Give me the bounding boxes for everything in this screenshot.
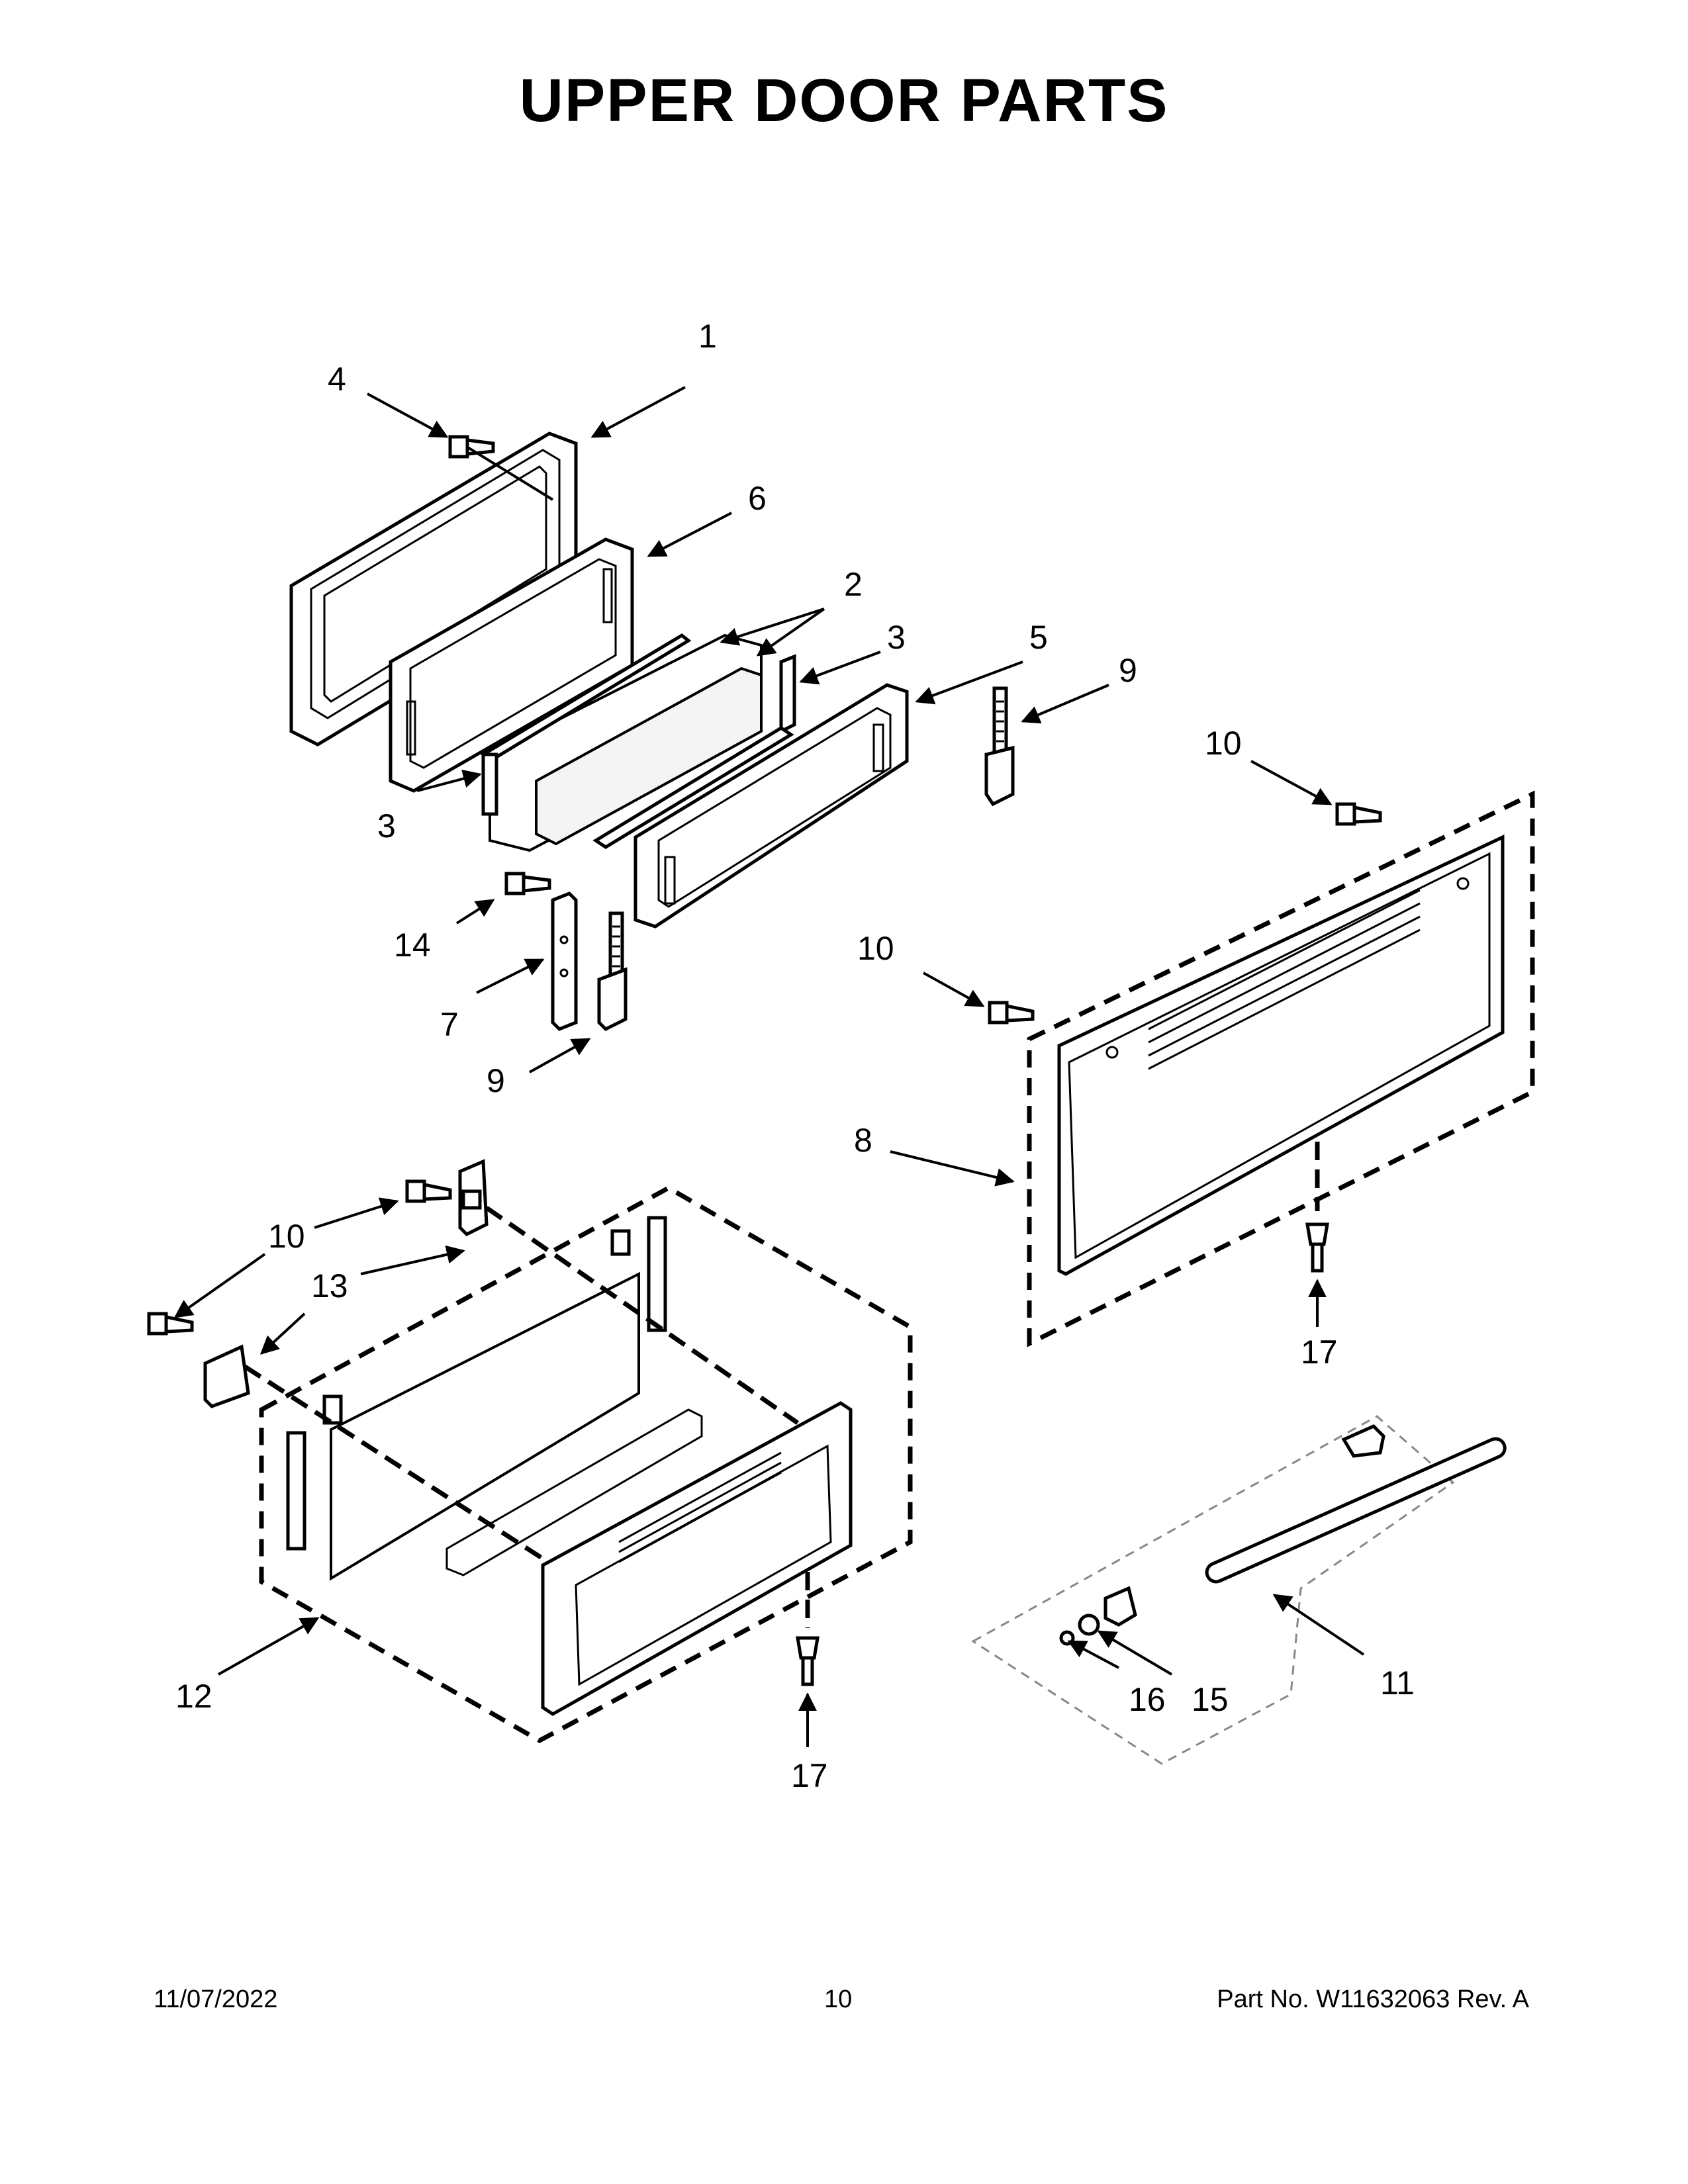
- callout-17-right: 17: [1301, 1334, 1338, 1371]
- callout-12: 12: [175, 1678, 212, 1715]
- footer-part-number: Part No. W11632063 Rev. A: [1217, 1985, 1529, 2013]
- outer-door-assembly-outline: [1027, 790, 1535, 1347]
- callout-16: 16: [1129, 1681, 1166, 1718]
- callout-5: 5: [1029, 619, 1048, 656]
- callout-3-left: 3: [377, 807, 396, 844]
- hinge-left: [597, 911, 628, 1032]
- page-title: UPPER DOOR PARTS: [519, 67, 1169, 134]
- hinge-receptacle: [551, 891, 578, 1031]
- callout-10-top: 10: [1205, 725, 1242, 762]
- hinge-right: [984, 686, 1015, 807]
- spacer-strips: [286, 1216, 667, 1551]
- callout-13: 13: [311, 1267, 348, 1304]
- bracket-13-lower: [203, 1344, 250, 1408]
- callout-11: 11: [1380, 1664, 1415, 1702]
- screw-17-lower: [796, 1636, 820, 1686]
- glass-spacer-left: [480, 633, 692, 816]
- handle-assembly-outline: [971, 1415, 1455, 1765]
- lower-door-glass: [330, 1271, 640, 1581]
- handle-spacer-15: [1078, 1614, 1100, 1636]
- screw-10-lower-b: [147, 1312, 194, 1336]
- callout-9-right: 9: [1119, 652, 1137, 689]
- screw-10-mid: [988, 1001, 1035, 1024]
- callout-14: 14: [394, 927, 431, 964]
- callout-2: 2: [844, 566, 863, 603]
- callout-1: 1: [698, 318, 717, 355]
- lower-door-assembly-outline: [259, 1185, 913, 1743]
- glass-spacer-right: [592, 654, 796, 849]
- screw-17-right: [1305, 1222, 1329, 1273]
- callout-6: 6: [748, 480, 767, 517]
- footer-date: 11/07/2022: [154, 1985, 278, 2013]
- callout-15: 15: [1192, 1681, 1229, 1718]
- callout-10-lower-a: 10: [268, 1218, 305, 1255]
- hinge-axis-lower: [244, 1365, 544, 1561]
- callout-labels: 1 2 3 3 4 5 6 7 8 9 9 10 10 10 10 11 12 …: [175, 318, 1415, 1794]
- door-liner: [633, 683, 909, 929]
- callout-10-mid: 10: [857, 930, 894, 967]
- leader-lines: [173, 386, 1365, 1747]
- callout-8: 8: [854, 1122, 872, 1159]
- outer-door-panel: [1057, 835, 1505, 1276]
- bracket-13-upper: [458, 1159, 489, 1237]
- screw-14: [504, 872, 551, 895]
- callout-4: 4: [328, 361, 346, 398]
- screw-4: [448, 435, 495, 459]
- callout-17-lower: 17: [791, 1757, 828, 1794]
- lower-door-gasket: [445, 1408, 703, 1576]
- screw-10-top: [1335, 802, 1382, 826]
- lower-door-panel: [541, 1401, 853, 1716]
- hinge-axis-upper: [485, 1206, 799, 1425]
- callout-7: 7: [440, 1006, 459, 1043]
- callout-3-right: 3: [887, 619, 906, 656]
- screw-10-lower-a: [405, 1179, 452, 1203]
- door-handle: [1103, 1424, 1507, 1627]
- callout-9-left: 9: [487, 1062, 505, 1099]
- footer-page-number: 10: [824, 1985, 853, 2013]
